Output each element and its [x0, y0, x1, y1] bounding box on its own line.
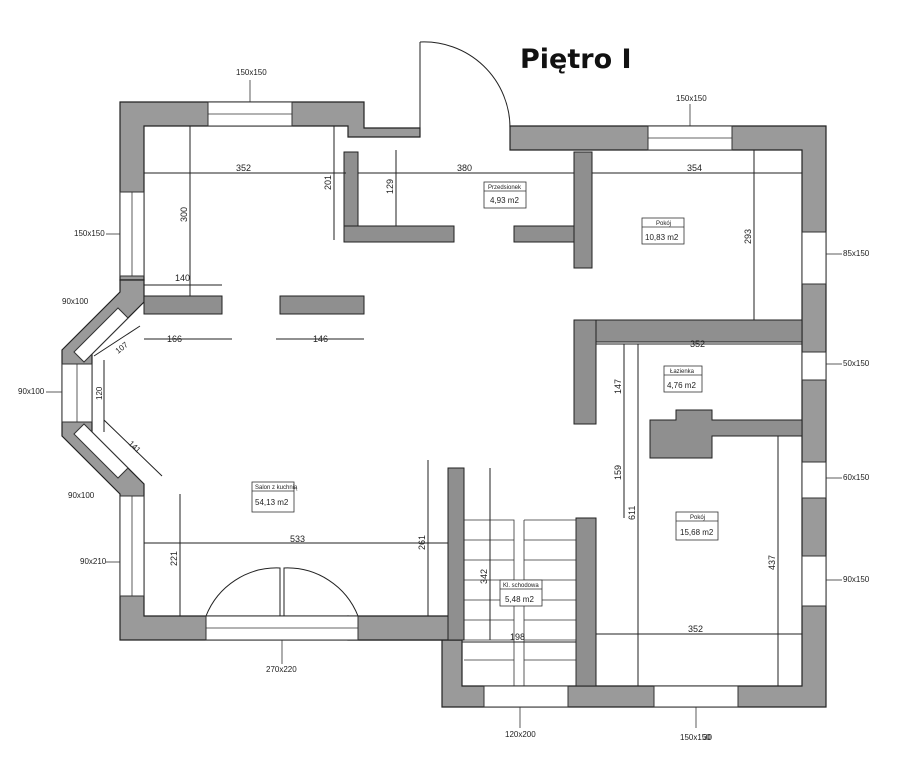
window-labels: 150x150 150x150 150x150 85x150 90x100 90… [18, 68, 870, 742]
room-name: Łazienka [670, 369, 695, 375]
dim-354: 354 [687, 163, 702, 173]
window-right-1 [801, 231, 827, 285]
outer-walls [61, 101, 827, 708]
dim-352-top: 352 [236, 163, 251, 173]
wall-bath-top [573, 319, 803, 343]
window-label-right-1: 85x150 [843, 249, 870, 258]
windows [61, 101, 827, 708]
window-stair [483, 685, 569, 708]
room-name: Pokój [690, 515, 705, 521]
wall-bath-left [573, 319, 597, 425]
dim-221: 221 [169, 551, 179, 566]
terrace-door-right [283, 567, 359, 617]
dim-261: 261 [417, 535, 427, 550]
room-bathroom: Łazienka 4,76 m2 [663, 365, 703, 393]
dim-342: 342 [479, 569, 489, 584]
window-label-top-left: 150x150 [236, 68, 267, 77]
room-name: Przedsionek [488, 185, 522, 191]
dim-140: 140 [175, 273, 190, 283]
wall-bath-bottom [649, 409, 803, 459]
outer-wall-band [119, 101, 421, 281]
dimension-labels: 352 380 354 300 201 129 293 140 166 146 … [95, 163, 777, 642]
room-area: 4,76 m2 [667, 381, 696, 390]
wall-hall-bottom-right [513, 225, 575, 243]
room-name: Kl. schodowa [503, 583, 539, 589]
dimension-lines [93, 126, 802, 686]
room-living: Salon z kuchnią 54,13 m2 [251, 481, 298, 513]
window-label-right-3: 60x150 [843, 473, 870, 482]
dim-129: 129 [385, 179, 395, 194]
dim-159: 159 [613, 465, 623, 480]
window-bay-lower [73, 423, 129, 479]
outer-wall-bottom-left [347, 615, 463, 641]
wall-stair-right [575, 517, 597, 687]
room-name: Salon z kuchnią [255, 485, 298, 491]
window-label-left-upper: 150x150 [74, 229, 105, 238]
room-name: Pokój [656, 221, 671, 227]
window-label-bay-lower: 90x100 [68, 491, 95, 500]
window-label-bay-upper: 90x100 [62, 297, 89, 306]
room-hall: Przedsionek 4,93 m2 [483, 181, 527, 209]
dim-146: 146 [313, 334, 328, 344]
dim-198: 198 [510, 632, 525, 642]
dim-533: 533 [290, 534, 305, 544]
window-label-right-2: 50x150 [843, 359, 870, 368]
dim-147: 147 [613, 379, 623, 394]
dim-166: 166 [167, 334, 182, 344]
terrace-door-left [205, 567, 281, 617]
window-label-stair: 120x200 [505, 730, 536, 739]
room-area: 10,83 m2 [645, 233, 679, 242]
wall-hall-bottom [343, 225, 455, 243]
dim-352-bottom: 352 [688, 624, 703, 634]
interior-walls [143, 151, 803, 687]
room-area: 54,13 m2 [255, 498, 289, 507]
wall-salon-stub-1 [143, 295, 223, 315]
window-label-bottom-right: 150x150 [680, 733, 711, 742]
window-label-bay-front: 90x100 [18, 387, 45, 396]
dim-107: 107 [114, 340, 130, 356]
window-label-left-lower: 90x210 [80, 557, 107, 566]
wall-room1-left [573, 151, 593, 269]
room-area: 4,93 m2 [490, 196, 519, 205]
dim-380: 380 [457, 163, 472, 173]
dim-352-bath: 352 [690, 339, 705, 349]
window-right-3 [801, 461, 827, 499]
dim-141: 141 [127, 439, 143, 455]
dim-201: 201 [323, 175, 333, 190]
room-area: 5,48 m2 [505, 595, 534, 604]
dim-293: 293 [743, 229, 753, 244]
window-label-terrace: 270x220 [266, 665, 297, 674]
window-bottom-right [653, 685, 739, 708]
window-right-2 [801, 351, 827, 381]
room-bedroom-1: Pokój 10,83 m2 [641, 217, 685, 245]
wall-stair-left [447, 467, 465, 641]
doors [205, 41, 511, 617]
dim-120: 120 [95, 386, 104, 400]
stairs [464, 519, 577, 686]
room-area: 15,68 m2 [680, 528, 714, 537]
wall-salon-stub-2 [279, 295, 365, 315]
window-label-right-4: 90x150 [843, 575, 870, 584]
window-label-extra: 30 [703, 733, 712, 742]
window-bay-upper [73, 307, 129, 363]
dim-300: 300 [179, 207, 189, 222]
room-bedroom-2: Pokój 15,68 m2 [675, 511, 719, 541]
window-label-top-right: 150x150 [676, 94, 707, 103]
entry-door-swing [419, 41, 511, 129]
plan-title: Piętro I [520, 44, 632, 75]
room-labels: Przedsionek 4,93 m2 Pokój 10,83 m2 Łazie… [251, 181, 719, 607]
window-right-4 [801, 555, 827, 607]
room-staircase: Kl. schodowa 5,48 m2 [499, 579, 543, 607]
dim-437: 437 [767, 555, 777, 570]
dim-611: 611 [627, 506, 637, 520]
